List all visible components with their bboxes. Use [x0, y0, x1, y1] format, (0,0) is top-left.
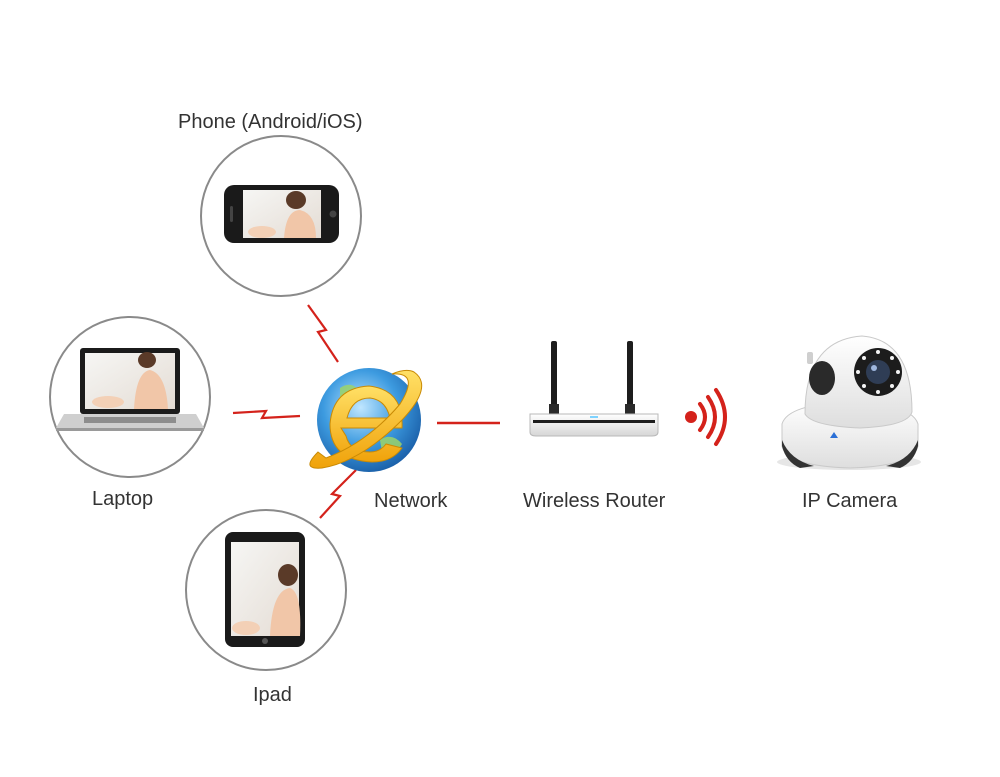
- smartphone-icon: [224, 185, 339, 243]
- phone-device: [200, 135, 362, 297]
- ipad-device: [185, 509, 347, 671]
- network-label: Network: [374, 490, 448, 512]
- wifi-signal-icon: [685, 388, 727, 446]
- connector-phone-network: [307, 304, 339, 363]
- laptop-device: [49, 316, 211, 478]
- connector-ipad-network: [319, 469, 357, 519]
- router-label: Wireless Router: [523, 490, 666, 512]
- phone-label: Phone (Android/iOS): [178, 111, 363, 133]
- connector-laptop-network: [232, 409, 301, 420]
- ip-camera-icon: [777, 335, 921, 470]
- internet-explorer-icon: [309, 368, 423, 472]
- ipad-label: Ipad: [253, 684, 292, 706]
- laptop-icon: [56, 348, 204, 431]
- camera-label: IP Camera: [802, 490, 898, 512]
- laptop-label: Laptop: [92, 488, 154, 510]
- wireless-router-icon: [529, 341, 659, 437]
- tablet-icon: [225, 532, 305, 647]
